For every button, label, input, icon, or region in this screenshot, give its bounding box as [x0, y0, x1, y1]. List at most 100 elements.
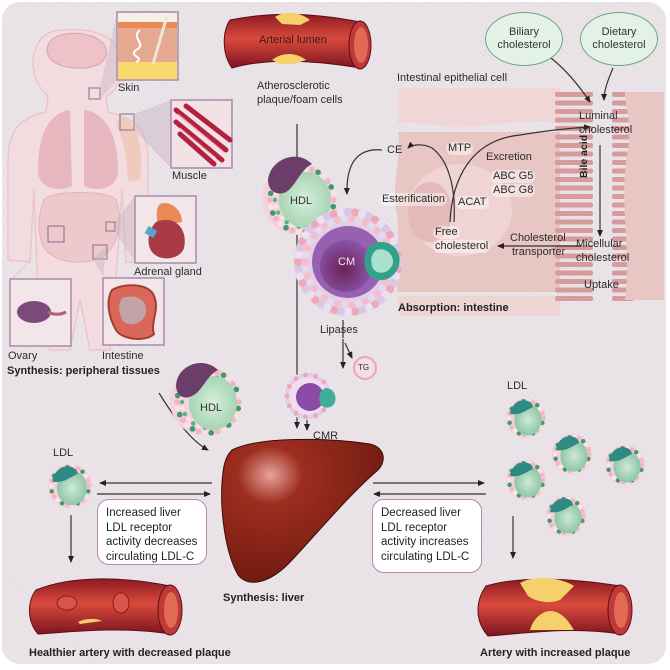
plaque-artery-illustration [477, 577, 633, 637]
triglyceride-bubble [353, 356, 377, 380]
lipid-dot [506, 477, 512, 483]
lipid-dot [294, 258, 302, 266]
intestinal-cell-label: Intestinal epithelial cell [397, 72, 508, 84]
lipid-dot [639, 458, 644, 463]
lipid-dot [574, 500, 580, 506]
lipid-dot [297, 373, 304, 379]
lipid-dot [549, 522, 554, 528]
lipid-dot [315, 226, 323, 234]
lipid-dot [325, 178, 331, 184]
lipid-dot [538, 406, 543, 412]
lipid-dot [530, 462, 536, 467]
lipid-dot [298, 237, 307, 246]
lipid-dot [283, 224, 289, 231]
ldl-particle [506, 398, 546, 438]
lipid-dot [315, 290, 323, 298]
lipid-dot [294, 265, 303, 274]
lipid-dot [381, 290, 390, 299]
lipid-dot [364, 303, 373, 312]
lipid-dot [293, 410, 299, 416]
lipid-dot [534, 464, 540, 470]
lipid-dot [509, 486, 514, 492]
ldl-particles [48, 398, 645, 536]
lipid-dot [355, 300, 363, 308]
lipid-dot [378, 232, 386, 240]
lipid-dot [540, 411, 545, 416]
lipid-dot [275, 210, 281, 215]
lipid-dot [576, 436, 582, 441]
lipid-dot [333, 300, 341, 308]
lipid-dot [272, 197, 278, 203]
lipid-dot [323, 303, 332, 312]
lipid-dot [351, 307, 360, 316]
adrenal-gland-label: Adrenal gland [134, 266, 202, 278]
ldl-particle [605, 445, 645, 485]
lipid-dot [75, 466, 81, 471]
lipid-dot [371, 215, 380, 224]
lipid-dot [323, 212, 332, 221]
lipid-dot [361, 219, 369, 227]
microvillus [555, 151, 593, 157]
hdl-label-top: HDL [290, 195, 313, 207]
plaque-artery-label: Artery with increased plaque [480, 647, 631, 659]
lipid-dot [328, 184, 335, 190]
arterial-lumen-label: Arterial lumen [259, 34, 327, 46]
microvillus [612, 126, 634, 131]
microvilli-left [555, 92, 593, 301]
lipid-dot [179, 399, 185, 405]
cmr-label: CMR [313, 430, 339, 442]
lipid-dot [267, 197, 273, 203]
right-box-line1: Decreased liver [381, 507, 461, 519]
lipid-dot [512, 428, 518, 434]
lipid-dot [307, 372, 314, 378]
lipid-dot [320, 222, 328, 230]
esterification-label: Esterification [380, 193, 447, 206]
lipid-dot [629, 447, 635, 452]
left-box-line1: Increased liver [106, 507, 181, 519]
abcg5-label: ABC G5 [491, 170, 536, 183]
lipid-dot [301, 258, 309, 266]
hdl-label-middle: HDL [200, 402, 223, 414]
lipid-dot [86, 478, 91, 483]
lipid-dot [608, 471, 613, 477]
lipid-dot [351, 208, 360, 217]
biliary-line2: cholesterol [497, 39, 551, 51]
lipid-dot [86, 483, 92, 489]
microvillus [555, 279, 593, 284]
lipid-dot [307, 414, 314, 420]
lipid-dot [201, 430, 208, 436]
lipid-dot [389, 237, 398, 246]
lipid-dot [310, 232, 318, 240]
lipid-dot [507, 420, 512, 425]
lipid-dot [273, 204, 278, 209]
lipid-dot [546, 513, 552, 519]
lipid-dot [538, 468, 543, 474]
lipid-dot [302, 265, 310, 273]
left-box-line2: LDL receptor [106, 521, 173, 534]
lipid-dot [214, 369, 221, 376]
lipid-dot [273, 216, 279, 222]
lipid-dot [236, 399, 242, 405]
uptake-label: Uptake [584, 279, 619, 291]
lipid-dot [235, 392, 242, 399]
lipid-dot [320, 173, 327, 180]
lipid-dot [378, 284, 386, 292]
lipid-dot [306, 278, 314, 286]
lipid-dot [327, 297, 335, 305]
lipid-dot [80, 469, 85, 474]
lipid-dot [364, 212, 373, 221]
chylomicron-particle [294, 208, 402, 316]
lipid-dot [534, 402, 540, 408]
hdl-particle-middle [170, 362, 242, 436]
lipid-dot [344, 308, 352, 316]
lipid-dot [286, 403, 293, 409]
lipid-dot [639, 462, 645, 468]
lipid-dot [340, 301, 348, 309]
lipid-dot [176, 411, 183, 418]
microvillus [555, 296, 593, 301]
cholesterol-transporter-line1: Cholesterol [510, 232, 566, 244]
lipid-dot [301, 285, 310, 294]
microvillus [555, 117, 593, 123]
lipid-dot [303, 272, 311, 280]
